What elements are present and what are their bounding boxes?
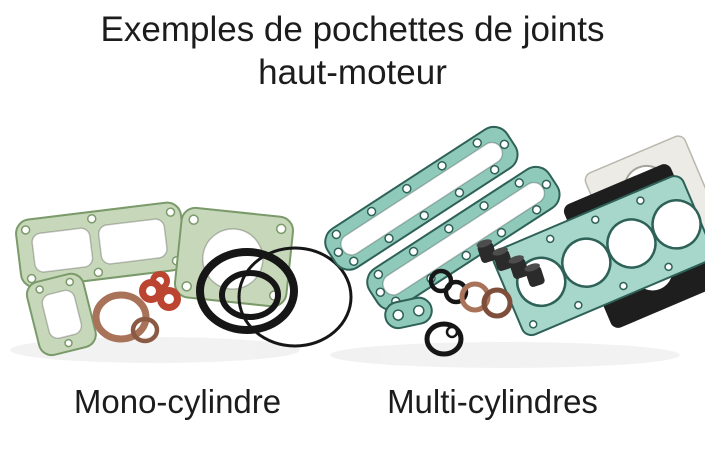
mono-large-o-ring — [196, 248, 298, 334]
label-mono-cylindre: Mono-cylindre — [73, 383, 282, 420]
multi-cover-gasket-1-bolt-holes — [331, 138, 510, 267]
mono-base-gasket — [15, 201, 187, 289]
multi-cover-gasket-2 — [366, 165, 561, 311]
multi-cover-gasket-1 — [324, 125, 519, 271]
mono-cylinder-kit — [15, 201, 353, 357]
mono-copper-washer-small — [130, 316, 160, 344]
label-multi-cylindres: Multi-cylindres — [387, 383, 598, 420]
page-title: Exemples de pochettes de joints haut-mot… — [0, 8, 705, 94]
title-line-1: Exemples de pochettes de joints — [100, 10, 605, 49]
multi-copper-rings — [459, 281, 513, 319]
multi-small-o-rings — [428, 268, 469, 305]
mono-inner-o-ring — [219, 270, 281, 320]
multi-valve-stem-seals — [476, 239, 545, 287]
multi-small-gasket — [384, 296, 433, 330]
mono-red-seal-gaskets — [139, 271, 181, 311]
shadows — [10, 337, 680, 368]
mono-copper-washer — [92, 291, 150, 343]
mono-exhaust-gasket-bolt-holes — [35, 277, 75, 348]
mono-exhaust-gasket — [25, 272, 97, 357]
mono-large-o-ring-thin — [237, 246, 353, 348]
multi-o-ring-with-insert — [424, 321, 464, 357]
title-line-2: haut-moteur — [258, 53, 447, 92]
multi-cylinder-kit — [324, 125, 705, 357]
